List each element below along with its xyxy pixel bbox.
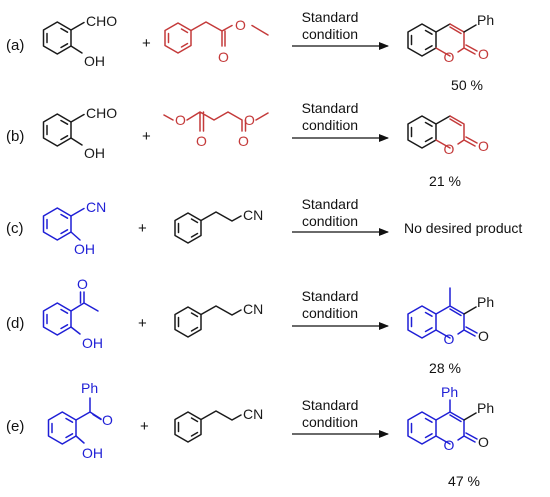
atom-cn: CN — [243, 301, 263, 317]
reaction-label-e: (e) — [6, 418, 24, 435]
atom-cho: CHO — [86, 13, 117, 29]
yield-b: 21 % — [429, 173, 461, 189]
condition-line-2: condition — [302, 117, 358, 133]
atom-carbonyl-o: O — [238, 133, 249, 149]
methyl-phenylacetate: O O — [164, 17, 269, 65]
condition-line-1: Standard — [302, 397, 359, 413]
plus-sign: + — [138, 220, 147, 237]
atom-ring-o: O — [444, 437, 455, 453]
yield-d: 28 % — [429, 360, 461, 376]
atom-carbonyl-o: O — [478, 138, 489, 154]
reaction-arrow-d: Standard condition — [292, 288, 389, 330]
reaction-a: (a) CHO OH + O O Standard condition — [6, 9, 494, 93]
plus-sign: + — [142, 35, 151, 52]
atom-ph-top: Ph — [81, 380, 98, 396]
atom-carbonyl-o: O — [478, 46, 489, 62]
salicylaldehyde-b: CHO OH — [42, 105, 117, 161]
atom-carbonyl-o: O — [218, 49, 229, 65]
product-coumarin: O O — [407, 115, 489, 157]
atom-ketone-o: O — [77, 276, 88, 292]
atom-ring-o: O — [444, 141, 455, 157]
reaction-arrow-c: Standard condition — [292, 196, 389, 236]
atom-oh: OH — [84, 53, 105, 69]
atom-ph: Ph — [477, 12, 494, 28]
hydroxyacetophenone: O OH — [42, 276, 103, 351]
atom-cn: CN — [243, 406, 263, 422]
reaction-label-b: (b) — [6, 128, 24, 145]
atom-cn: CN — [86, 199, 106, 215]
atom-ester-o: O — [175, 112, 186, 128]
reaction-arrow-a: Standard condition — [292, 9, 389, 50]
product-3-4-diphenylcoumarin: Ph O O Ph — [407, 384, 494, 453]
reaction-arrow-e: Standard condition — [292, 397, 389, 438]
atom-carbonyl-o: O — [478, 328, 489, 344]
atom-oh: OH — [82, 335, 103, 351]
atom-cho: CHO — [86, 105, 117, 121]
atom-carbonyl-o: O — [196, 133, 207, 149]
plus-sign: + — [138, 315, 147, 332]
reaction-d: (d) O OH + CN Standard condition O O Ph — [6, 276, 494, 376]
hydroxybenzophenone: Ph O OH — [47, 380, 113, 461]
salicylaldehyde-a: CHO OH — [42, 13, 117, 69]
condition-line-2: condition — [302, 305, 358, 321]
atom-ph: Ph — [477, 400, 494, 416]
atom-ring-o: O — [444, 331, 455, 347]
atom-ph: Ph — [477, 294, 494, 310]
atom-cn: CN — [243, 207, 263, 223]
reaction-c: (c) CN OH + CN Standard condition No des… — [6, 196, 522, 257]
atom-ester-o: O — [235, 17, 246, 33]
condition-line-2: condition — [302, 26, 358, 42]
atom-carbonyl-o: O — [478, 434, 489, 450]
atom-ketone-o: O — [102, 412, 113, 428]
reaction-label-d: (d) — [6, 315, 24, 332]
product-3-phenylcoumarin: O O Ph — [407, 12, 494, 65]
yield-a: 50 % — [451, 77, 483, 93]
atom-ph-top: Ph — [441, 384, 458, 400]
dimethyl-malonate: O O O O — [163, 111, 269, 149]
benzyl-cyanide-d: CN — [174, 301, 263, 338]
condition-line-1: Standard — [302, 9, 359, 25]
reaction-label-c: (c) — [6, 220, 24, 237]
benzyl-cyanide-c: CN — [174, 207, 263, 244]
product-4-methyl-3-phenylcoumarin: O O Ph — [407, 287, 494, 347]
result-no-product: No desired product — [404, 220, 522, 236]
atom-oh: OH — [74, 241, 95, 257]
reaction-b: (b) CHO OH + O O O O Standard condition … — [6, 100, 489, 189]
atom-oh: OH — [82, 445, 103, 461]
reaction-arrow-b: Standard condition — [292, 100, 389, 142]
reaction-label-a: (a) — [6, 37, 24, 54]
plus-sign: + — [142, 128, 151, 145]
benzyl-cyanide-e: CN — [174, 406, 263, 443]
reaction-e: (e) Ph O OH + CN Standard condition Ph O — [6, 380, 494, 489]
yield-e: 47 % — [448, 473, 480, 489]
condition-line-2: condition — [302, 414, 358, 430]
atom-ester-o: O — [244, 112, 255, 128]
atom-oh: OH — [84, 145, 105, 161]
condition-line-1: Standard — [302, 288, 359, 304]
condition-line-2: condition — [302, 213, 358, 229]
atom-ring-o: O — [444, 49, 455, 65]
condition-line-1: Standard — [302, 100, 359, 116]
plus-sign: + — [140, 418, 149, 435]
condition-line-1: Standard — [302, 196, 359, 212]
salicylonitrile: CN OH — [42, 199, 106, 257]
